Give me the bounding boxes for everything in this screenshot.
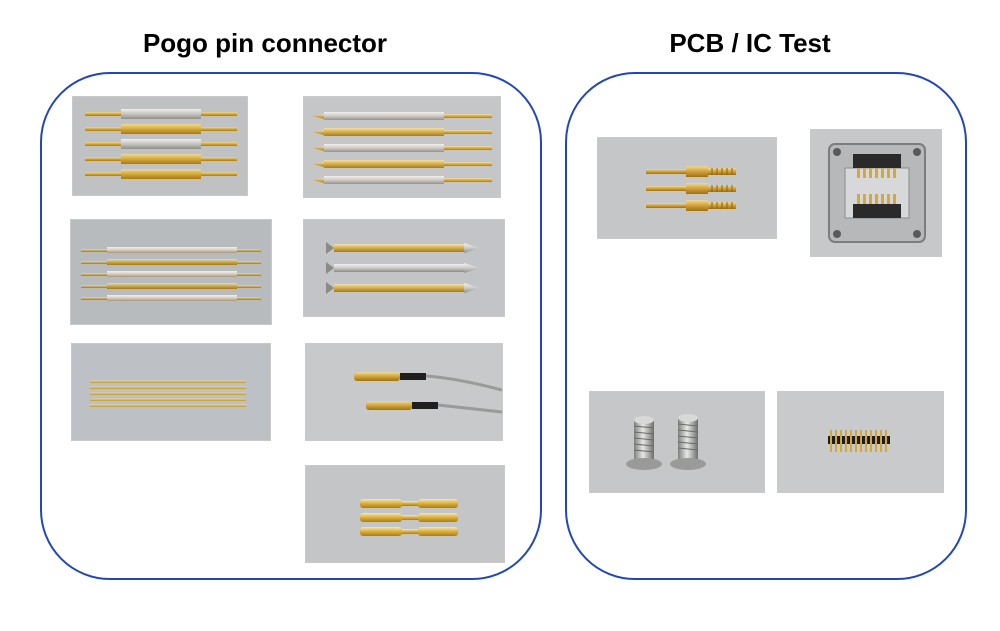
ic-socket-illustration xyxy=(828,143,926,243)
pogo-pins-illustration xyxy=(90,380,246,407)
photo-long-pins-5 xyxy=(73,97,247,195)
photo-ic-socket xyxy=(811,130,941,256)
pin-header-illustration xyxy=(828,430,890,452)
photo-gold-pins-3 xyxy=(306,466,504,562)
pogo-pins-illustration xyxy=(326,242,480,294)
photo-cable-probes-2 xyxy=(306,344,502,440)
cable-probes-illustration xyxy=(354,372,502,414)
photo-long-pins-5-c xyxy=(71,220,271,324)
photo-pin-header xyxy=(778,392,943,492)
pcb-ic-test-panel xyxy=(565,72,967,580)
photo-threaded-pins-3 xyxy=(598,138,776,238)
pogo-pin-panel xyxy=(40,72,542,580)
heading-pogo-pin-connector: Pogo pin connector xyxy=(142,28,388,58)
pogo-pins-illustration xyxy=(360,499,458,536)
pogo-pins-illustration xyxy=(81,247,261,301)
screws-illustration xyxy=(626,414,706,470)
threaded-pins-illustration xyxy=(646,166,736,211)
photo-screws-2 xyxy=(590,392,764,492)
pogo-pins-illustration xyxy=(312,112,492,184)
pogo-pins-illustration xyxy=(85,109,237,179)
photo-long-pins-5-b xyxy=(304,97,500,197)
heading-pcb-ic-test: PCB / IC Test xyxy=(669,28,831,58)
photo-needle-pins-5 xyxy=(72,344,270,440)
photo-crown-pins-3 xyxy=(304,220,504,316)
